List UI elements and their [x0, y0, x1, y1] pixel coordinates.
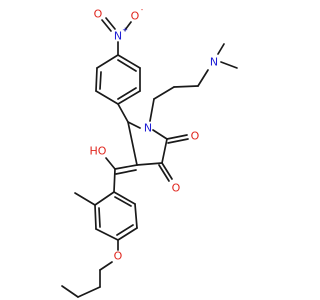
bond — [77, 286, 101, 298]
bond — [117, 227, 138, 241]
bond — [153, 86, 175, 100]
nitro-minus-charge: - — [141, 6, 144, 14]
nitro-plus-charge: + — [122, 26, 128, 34]
nitro-oxygen-double-label: O — [94, 8, 103, 21]
bond — [152, 129, 168, 140]
bond — [117, 103, 129, 123]
bond — [167, 138, 189, 144]
nitro-oxygen-single-label: O — [131, 10, 140, 23]
bond — [114, 196, 132, 207]
bond — [105, 157, 116, 170]
bond — [117, 90, 141, 105]
bond — [115, 169, 137, 175]
bond — [114, 164, 138, 170]
bond — [96, 54, 119, 69]
bond — [98, 207, 101, 228]
bond — [127, 121, 141, 129]
bond — [158, 164, 170, 182]
bond — [94, 191, 115, 206]
bond — [134, 203, 138, 229]
bond — [217, 43, 225, 55]
bond — [95, 228, 119, 241]
bond — [105, 17, 116, 30]
structure-diagram: N + O O - N N O O HO O — [61, 6, 238, 298]
bond — [117, 59, 137, 72]
bond — [94, 204, 97, 230]
bond — [95, 67, 98, 92]
bond — [166, 134, 188, 140]
bond — [99, 261, 113, 271]
bond — [95, 90, 119, 105]
molecule-canvas: N + O O - N N O O HO O — [61, 6, 238, 298]
bond — [117, 87, 137, 100]
keto-oxygen-2-label: O — [191, 130, 200, 143]
atom-labels: N + O O - N N O O HO O — [90, 6, 219, 263]
bond — [113, 191, 136, 205]
bond — [173, 85, 199, 88]
nitro-nitrogen-label: N — [114, 30, 122, 43]
bond — [220, 61, 238, 69]
bond — [161, 138, 168, 164]
bond — [74, 192, 96, 206]
bond — [61, 285, 79, 298]
bond — [127, 121, 138, 166]
bond — [136, 162, 163, 166]
bond — [99, 71, 102, 90]
keto-oxygen-3-label: O — [172, 182, 181, 195]
bond — [101, 19, 112, 32]
bond — [124, 21, 132, 31]
bond — [149, 98, 155, 122]
bond — [113, 168, 116, 193]
ring-nitrogen-label: N — [144, 122, 152, 135]
bond — [117, 54, 141, 69]
bond — [197, 69, 209, 87]
ether-oxygen-label: O — [114, 250, 123, 263]
hydroxyl-label: HO — [90, 145, 107, 158]
amine-nitrogen-label: N — [210, 56, 218, 69]
bond — [116, 224, 134, 236]
bond — [161, 162, 173, 180]
bonds — [61, 17, 238, 298]
